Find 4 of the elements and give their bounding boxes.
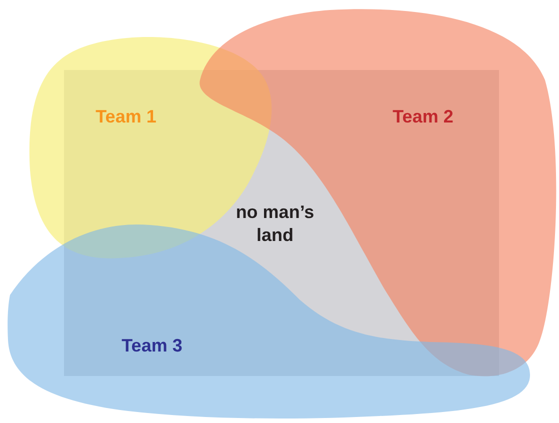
region-label: Team 1 [96, 106, 156, 128]
region-label: Team 3 [122, 334, 182, 358]
region-label: Team 2 [392, 106, 454, 128]
region-label: no man’s land [235, 201, 315, 247]
